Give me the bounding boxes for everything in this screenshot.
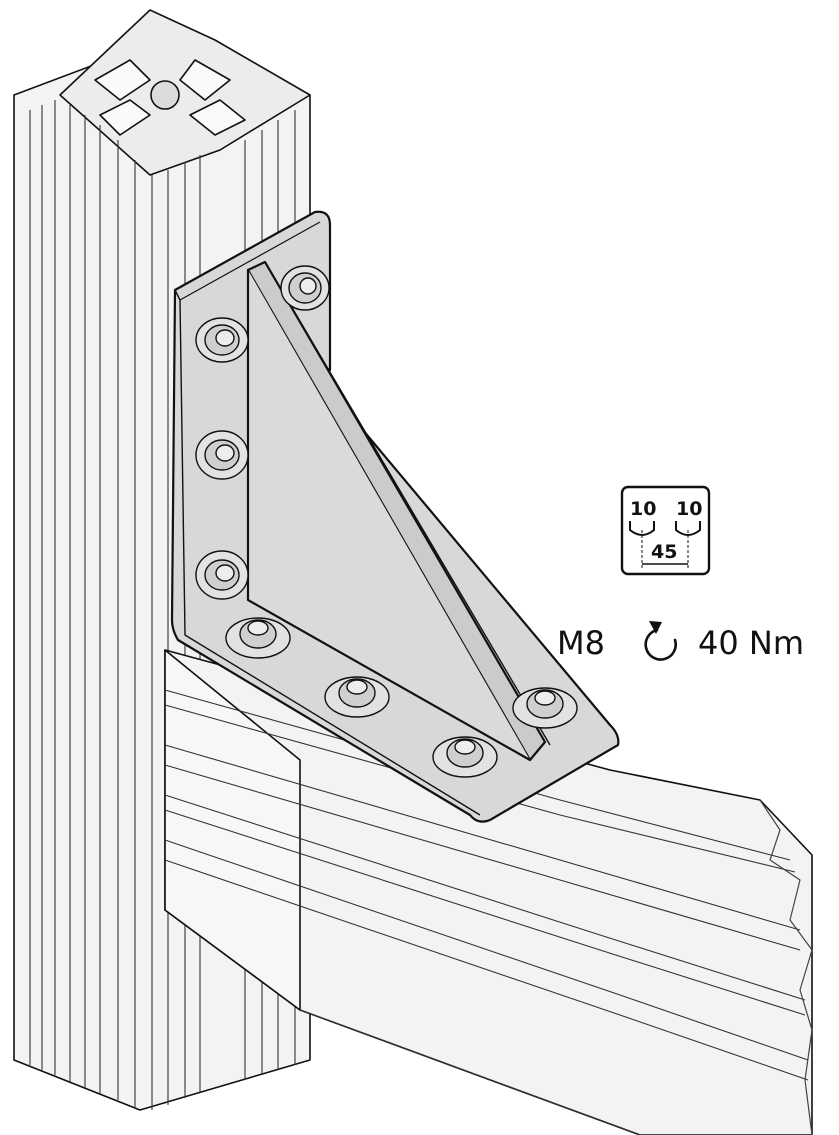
screw <box>432 736 498 778</box>
screws <box>195 265 578 778</box>
screw <box>324 676 390 718</box>
screw <box>195 550 249 600</box>
slot-size-badge: 10 10 45 <box>620 485 711 576</box>
right-slot-label: 10 <box>676 498 702 520</box>
thread-size-label: M8 <box>557 624 605 662</box>
left-slot-label: 10 <box>630 498 656 520</box>
horizontal-profile <box>164 649 813 1135</box>
tighten-clockwise-arrow-icon <box>644 621 677 661</box>
torque-value-label: 40 Nm <box>698 624 804 662</box>
screw <box>195 430 249 480</box>
angle-bracket <box>170 210 620 823</box>
screw <box>280 265 330 311</box>
screw <box>195 317 249 363</box>
profile-size-label: 45 <box>651 541 677 563</box>
fastener-spec: M8 40 Nm <box>557 621 804 662</box>
screw <box>225 617 291 659</box>
profile-break-edge <box>759 799 813 1135</box>
screw <box>512 687 578 729</box>
